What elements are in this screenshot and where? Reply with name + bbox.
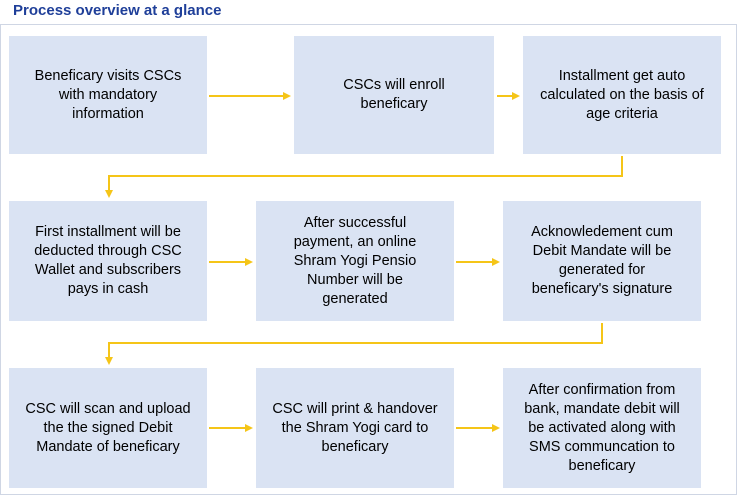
step-3-box: Installment get auto calculated on the b… — [523, 36, 721, 154]
diagram-title: Process overview at a glance — [13, 2, 222, 19]
diagram-frame — [0, 24, 737, 495]
step-9-box: After confirmation from bank, mandate de… — [503, 368, 701, 488]
step-1-box: Beneficary visits CSCs with mandatory in… — [9, 36, 207, 154]
step-2-box: CSCs will enroll beneficary — [294, 36, 494, 154]
step-5-box: After successful payment, an online Shra… — [256, 201, 454, 321]
step-4-box: First installment will be deducted throu… — [9, 201, 207, 321]
step-6-box: Acknowledement cum Debit Mandate will be… — [503, 201, 701, 321]
step-7-box: CSC will scan and upload the the signed … — [9, 368, 207, 488]
step-8-box: CSC will print & handover the Shram Yogi… — [256, 368, 454, 488]
